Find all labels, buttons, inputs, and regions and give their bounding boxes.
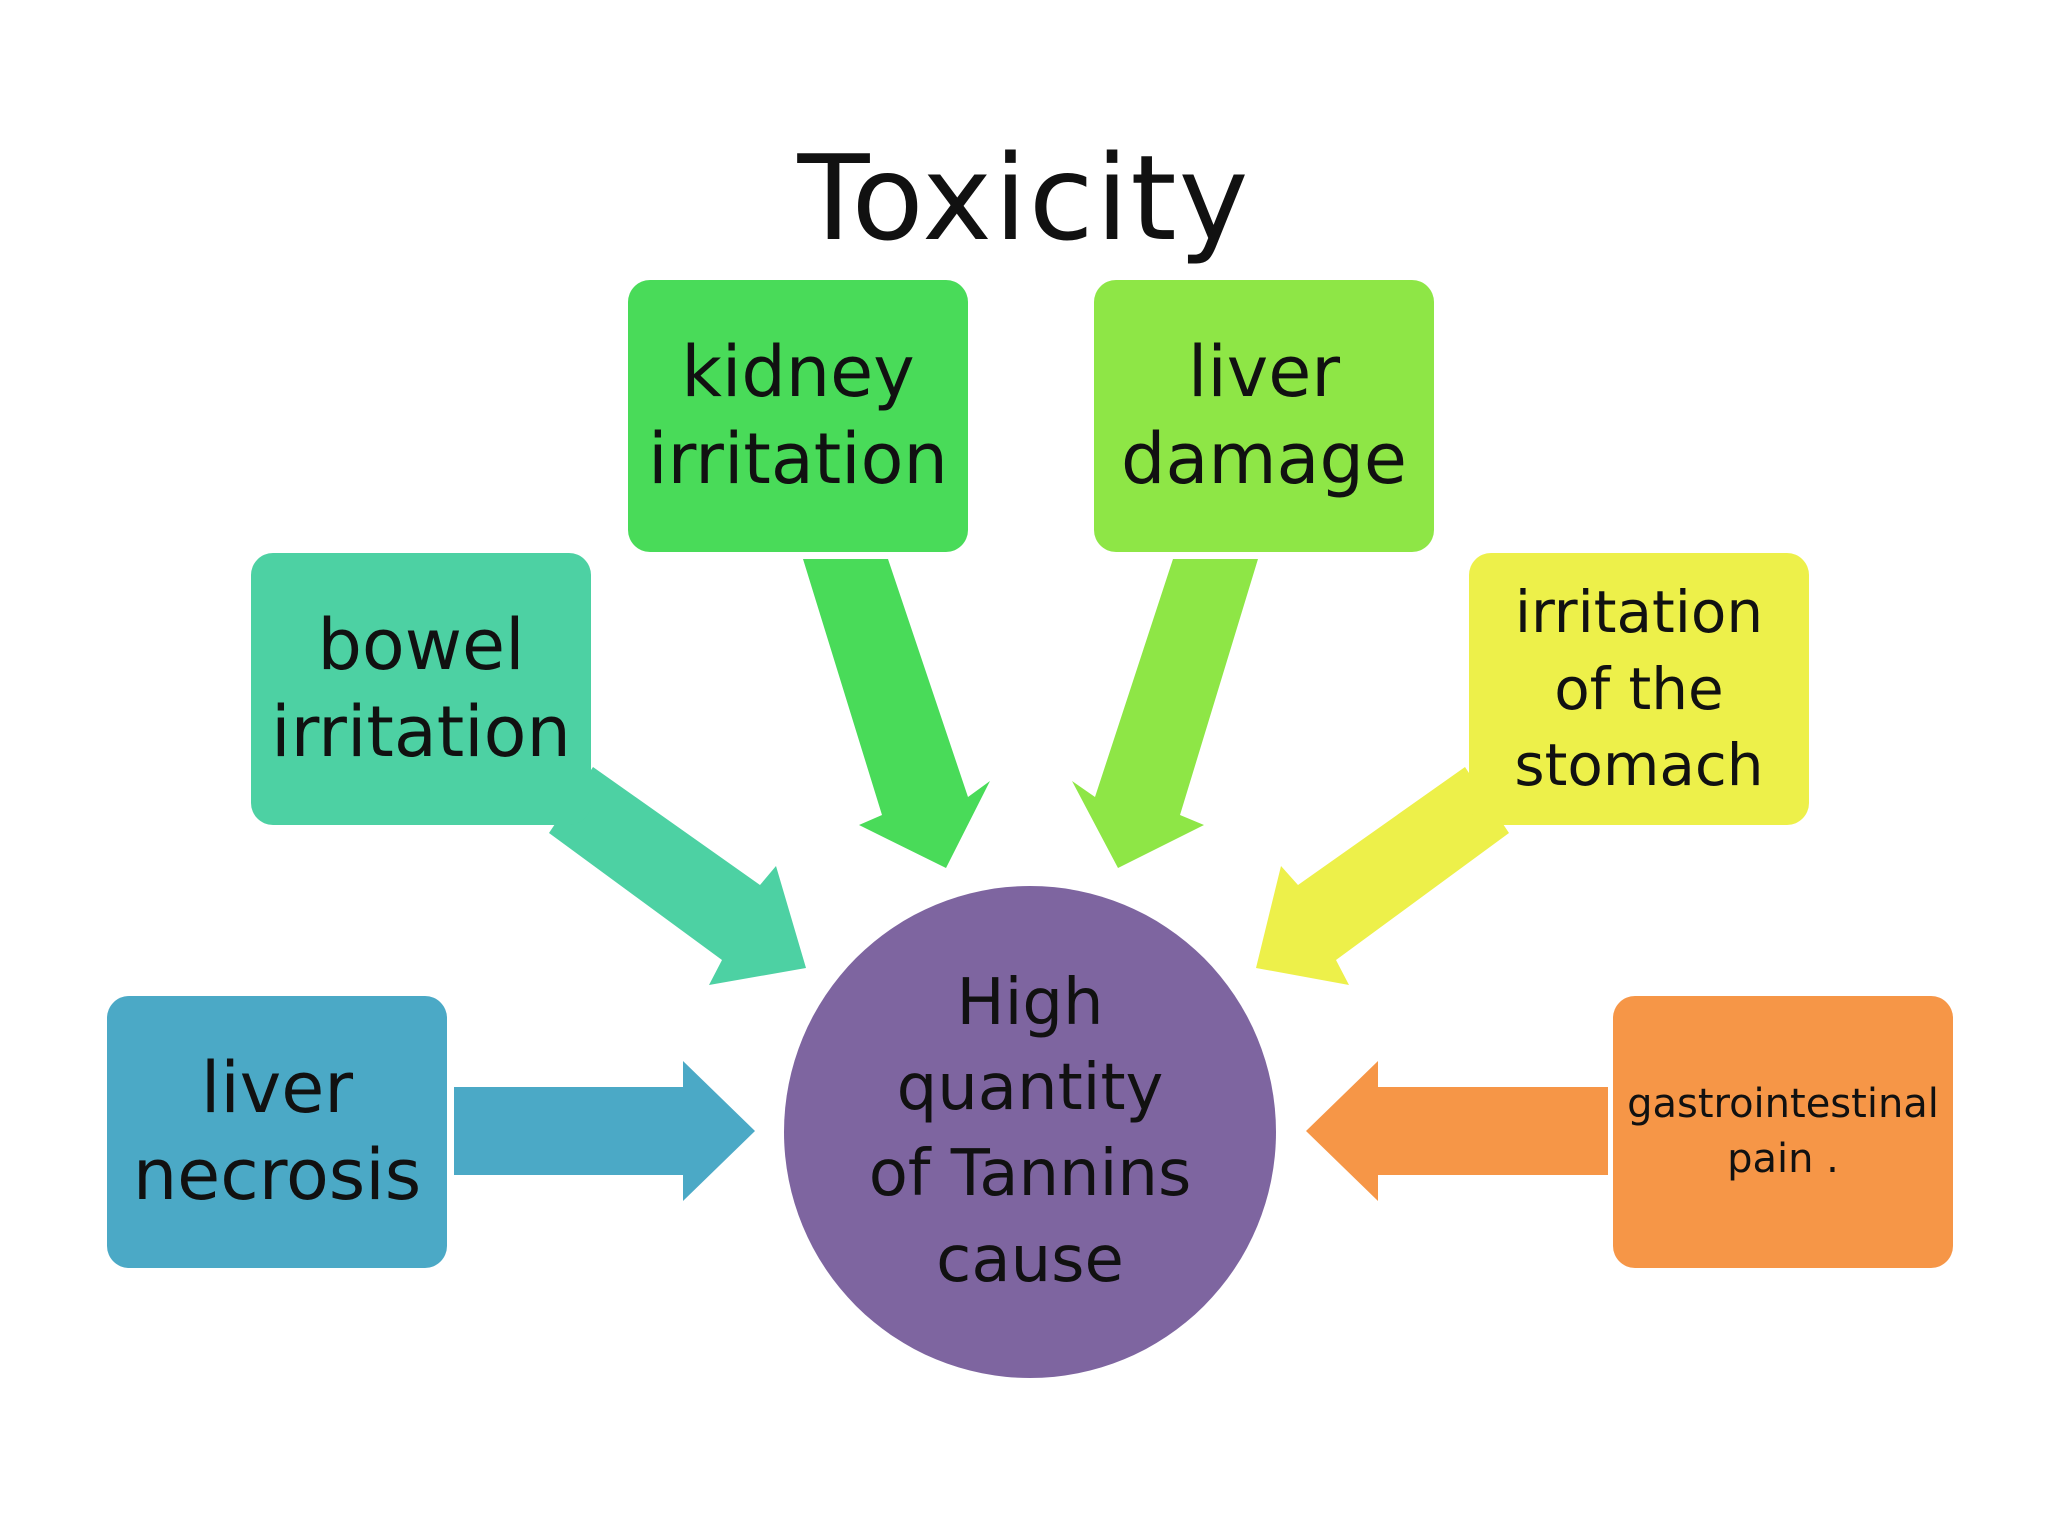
- effect-label: liver necrosis: [132, 1047, 422, 1216]
- effect-label: kidney irritation: [648, 331, 948, 500]
- effect-box-liver-necrosis: liver necrosis: [107, 996, 447, 1268]
- center-label: High quantity of Tannins cause: [868, 965, 1192, 1297]
- diagram-title: Toxicity: [797, 129, 1251, 267]
- effect-box-stomach-irritation: irritation of the stomach: [1469, 553, 1809, 825]
- arrow-gastrointestinal-pain: [1306, 1061, 1608, 1201]
- effect-label: gastrointestinal pain .: [1627, 1080, 1939, 1182]
- arrow-liver-damage: [1072, 559, 1258, 868]
- effect-box-bowel-irritation: bowel irritation: [251, 553, 591, 825]
- effect-box-kidney-irritation: kidney irritation: [628, 280, 968, 552]
- effect-label: irritation of the stomach: [1514, 578, 1764, 800]
- effect-label: bowel irritation: [271, 604, 571, 773]
- arrow-stomach-irritation: [1256, 767, 1509, 985]
- effect-box-gastrointestinal-pain: gastrointestinal pain .: [1613, 996, 1953, 1268]
- effect-label: liver damage: [1121, 331, 1407, 500]
- arrow-bowel-irritation: [549, 767, 806, 985]
- arrow-liver-necrosis: [454, 1061, 755, 1201]
- center-cause-circle: High quantity of Tannins cause: [784, 886, 1276, 1378]
- arrow-kidney-irritation: [803, 559, 990, 868]
- effect-box-liver-damage: liver damage: [1094, 280, 1434, 552]
